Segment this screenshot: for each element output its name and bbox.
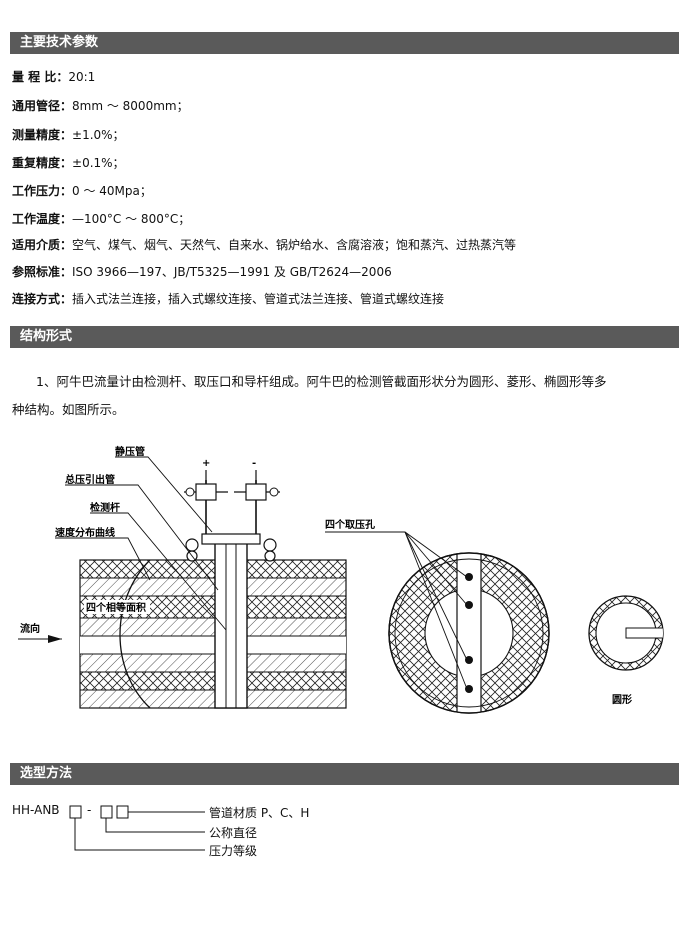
spec-value: —100°C ～ 800°C； xyxy=(72,212,191,226)
pipe-section xyxy=(79,559,347,709)
label-static-tube: 静压管 xyxy=(115,445,145,458)
model-code: HH-ANB xyxy=(12,803,60,817)
spec-value: 20:1 xyxy=(68,70,96,84)
spec-value: ±0.1%； xyxy=(72,156,125,170)
spec-row: 量 程 比：20:1 xyxy=(12,68,95,85)
structure-paragraph-line2: 种结构。如图所示。 xyxy=(12,402,125,417)
valve-right xyxy=(234,470,280,501)
spec-row: 测量精度：±1.0%； xyxy=(12,126,125,143)
plus-sign: + xyxy=(202,458,210,469)
pressure-hole-dot xyxy=(465,685,473,693)
pressure-hole-dot xyxy=(465,601,473,609)
spec-value: 8mm ～ 8000mm； xyxy=(72,99,189,113)
spec-label: 量 程 比： xyxy=(12,70,69,84)
label-total-tube: 总压引出管 xyxy=(65,473,115,486)
section-header-selection: 选型方法 xyxy=(10,763,679,785)
spec-label: 工作压力： xyxy=(12,184,73,198)
spec-row: 通用管径：8mm ～ 8000mm； xyxy=(12,97,189,114)
pressure-hole-dot xyxy=(465,656,473,664)
spec-label: 重复精度： xyxy=(12,156,73,170)
pressure-hole-dot xyxy=(465,573,473,581)
spec-label: 测量精度： xyxy=(12,128,73,142)
spec-value: 插入式法兰连接，插入式螺纹连接、管道式法兰连接、管道式螺纹连接 xyxy=(72,292,445,306)
spec-label: 适用介质： xyxy=(12,238,73,252)
label-four-holes: 四个取压孔 xyxy=(325,518,375,531)
selection-code-diagram xyxy=(69,805,205,851)
flow-arrow-icon xyxy=(18,635,62,643)
pipe-cross-section xyxy=(388,552,550,714)
spec-label: 工作温度： xyxy=(12,212,73,226)
structure-paragraph-line1: 1、阿牛巴流量计由检测杆、取压口和导杆组成。阿牛巴的检测管截面形状分为圆形、菱形… xyxy=(36,374,607,389)
label-diameter: 公称直径 xyxy=(209,826,258,840)
label-probe: 检测杆 xyxy=(90,501,120,514)
code-box-material xyxy=(116,805,129,819)
label-round: 圆形 xyxy=(612,694,632,706)
label-equal-area: 四个相等面积 xyxy=(86,601,146,614)
label-flow-direction: 流向 xyxy=(20,622,40,635)
code-box-diameter xyxy=(100,805,113,819)
spec-label: 参照标准： xyxy=(12,265,73,279)
spec-label: 连接方式： xyxy=(12,292,73,306)
label-velocity-curve: 速度分布曲线 xyxy=(55,526,115,539)
model-dash: - xyxy=(87,803,92,817)
round-probe-section xyxy=(588,595,664,671)
spec-value: 0 ～ 40Mpa； xyxy=(72,184,152,198)
spec-value: ±1.0%； xyxy=(72,128,125,142)
label-material: 管道材质 P、C、H xyxy=(209,806,310,820)
valve-left xyxy=(184,470,228,501)
annubar-structure-diagram: + - 静压管 总压引出管 检测杆 速度分布曲线 四个相等面积 流向 四个取压孔 xyxy=(18,445,664,714)
section-header-structure: 结构形式 xyxy=(10,326,679,348)
section-header-specs: 主要技术参数 xyxy=(10,32,679,54)
code-box-pressure xyxy=(69,805,82,819)
spec-row: 适用介质：空气、煤气、烟气、天然气、自来水、锅炉给水、含腐溶液；饱和蒸汽、过热蒸… xyxy=(12,236,516,253)
spec-row: 连接方式：插入式法兰连接，插入式螺纹连接、管道式法兰连接、管道式螺纹连接 xyxy=(12,290,444,307)
spec-row: 参照标准：ISO 3966—197、JB/T5325—1991 及 GB/T26… xyxy=(12,263,392,280)
spec-label: 通用管径： xyxy=(12,99,73,113)
spec-value: 空气、煤气、烟气、天然气、自来水、锅炉给水、含腐溶液；饱和蒸汽、过热蒸汽等 xyxy=(72,238,517,252)
spec-row: 工作压力：0 ～ 40Mpa； xyxy=(12,182,152,199)
spec-row: 工作温度：—100°C ～ 800°C； xyxy=(12,210,190,227)
spec-row: 重复精度：±0.1%； xyxy=(12,154,125,171)
label-pressure: 压力等级 xyxy=(209,844,258,858)
minus-sign: - xyxy=(252,458,256,469)
spec-value: ISO 3966—197、JB/T5325—1991 及 GB/T2624—20… xyxy=(72,265,392,279)
leader-lines-holes xyxy=(325,531,468,690)
